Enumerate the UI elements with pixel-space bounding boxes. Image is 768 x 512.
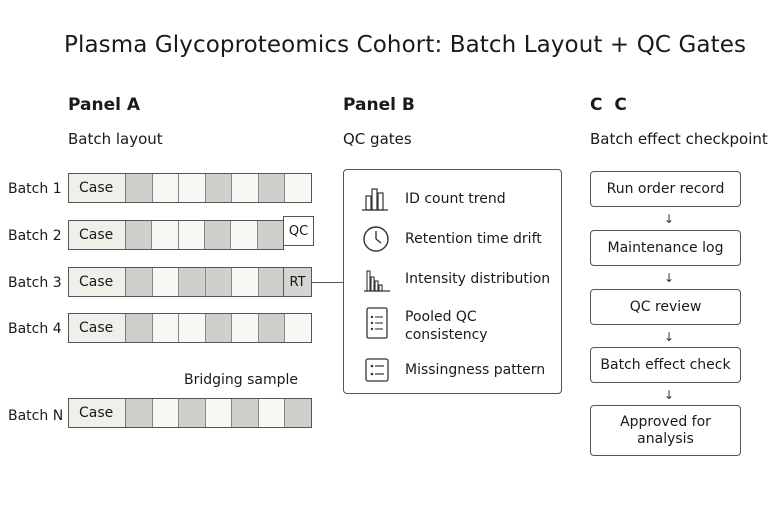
- plate-cell: [232, 399, 259, 427]
- panel-b-subtitle: QC gates: [343, 130, 412, 148]
- plate-cell: [126, 174, 153, 202]
- down-arrow-icon: ↓: [664, 388, 675, 402]
- page-title: Plasma Glycoproteomics Cohort: Batch Lay…: [64, 32, 747, 58]
- plate-cell: [257, 221, 283, 249]
- plate-cell: [126, 221, 153, 249]
- plate-cell: [258, 268, 286, 296]
- plate-cell: [205, 314, 233, 342]
- panel-c-subtitle: Batch effect checkpoints: [590, 130, 768, 148]
- down-arrow-icon: ↓: [664, 271, 675, 285]
- plate-cell: [285, 399, 312, 427]
- plate-cell: [258, 174, 286, 202]
- qc-item-id-count: ID count trend: [405, 191, 506, 207]
- plate-cell: [179, 314, 206, 342]
- clock-icon: [363, 226, 389, 252]
- batch-label-1: Batch 1: [8, 181, 62, 197]
- bar-chart-icon: [362, 188, 388, 211]
- qc-item-retention: Retention time drift: [405, 231, 542, 247]
- case-cell: Case: [69, 314, 126, 342]
- plate-cell: [285, 174, 312, 202]
- plate-cell: [231, 221, 258, 249]
- plate-cell: [232, 314, 259, 342]
- plate-cell: [205, 399, 233, 427]
- plate-cell: [179, 399, 206, 427]
- batch-strip-n: Case: [68, 398, 312, 428]
- qc-gates-box: [343, 169, 562, 394]
- plate-cell: [126, 268, 153, 296]
- down-arrow-icon: ↓: [664, 330, 675, 344]
- approved-line1: Approved for: [620, 413, 711, 430]
- batch-label-n: Batch N: [8, 408, 64, 424]
- batch-strip-2: Case: [68, 220, 284, 250]
- flow-step-approved: Approved for analysis: [590, 405, 741, 456]
- checklist-icon: [365, 358, 389, 382]
- rt-tag: RT: [283, 267, 312, 297]
- document-icon: [366, 307, 388, 339]
- flow-step-qc-review: QC review: [590, 289, 741, 325]
- batch-label-3: Batch 3: [8, 275, 62, 291]
- panel-c-heading: C C: [590, 95, 627, 115]
- plate-cell: [179, 268, 206, 296]
- plate-cell: [126, 399, 153, 427]
- batch-label-4: Batch 4: [8, 321, 62, 337]
- panel-a-subtitle: Batch layout: [68, 130, 163, 148]
- plate-cell: [205, 174, 233, 202]
- plate-cell: [204, 221, 232, 249]
- qc-item-pooled-line2: consistency: [405, 327, 488, 343]
- case-cell: Case: [69, 399, 126, 427]
- plate-cell: [205, 268, 233, 296]
- flow-step-run-order: Run order record: [590, 171, 741, 207]
- qc-item-missingness: Missingness pattern: [405, 362, 546, 378]
- plate-cell: [285, 314, 312, 342]
- plate-cell: [258, 399, 286, 427]
- plate-cell: [258, 314, 286, 342]
- plate-cell: [126, 314, 153, 342]
- bridging-sample-label: Bridging sample: [184, 372, 299, 388]
- batch-strip-3: Case: [68, 267, 312, 297]
- qc-item-pooled-line1: Pooled QC: [405, 309, 477, 325]
- plate-cell: [152, 399, 180, 427]
- plate-cell: [179, 174, 206, 202]
- case-cell: Case: [69, 268, 126, 296]
- flow-step-maintenance: Maintenance log: [590, 230, 741, 266]
- qc-item-intensity: Intensity distribution: [405, 271, 551, 287]
- plate-cell: [178, 221, 205, 249]
- panel-b-heading: Panel B: [343, 95, 415, 115]
- plate-cell: [232, 268, 259, 296]
- case-cell: Case: [69, 174, 126, 202]
- connector-line: [312, 282, 343, 283]
- histogram-icon: [364, 270, 390, 292]
- panel-a-heading: Panel A: [68, 95, 141, 115]
- plate-cell: [152, 314, 180, 342]
- batch-strip-1: Case: [68, 173, 312, 203]
- batch-label-2: Batch 2: [8, 228, 62, 244]
- down-arrow-icon: ↓: [664, 212, 675, 226]
- batch-strip-4: Case: [68, 313, 312, 343]
- flow-step-batch-effect: Batch effect check: [590, 347, 741, 383]
- plate-cell: [232, 174, 259, 202]
- plate-cell: [152, 268, 180, 296]
- qc-tag: QC: [283, 216, 314, 246]
- plate-cell: [152, 174, 180, 202]
- plate-cell: [152, 221, 179, 249]
- approved-line2: analysis: [637, 430, 694, 447]
- case-cell: Case: [69, 221, 126, 249]
